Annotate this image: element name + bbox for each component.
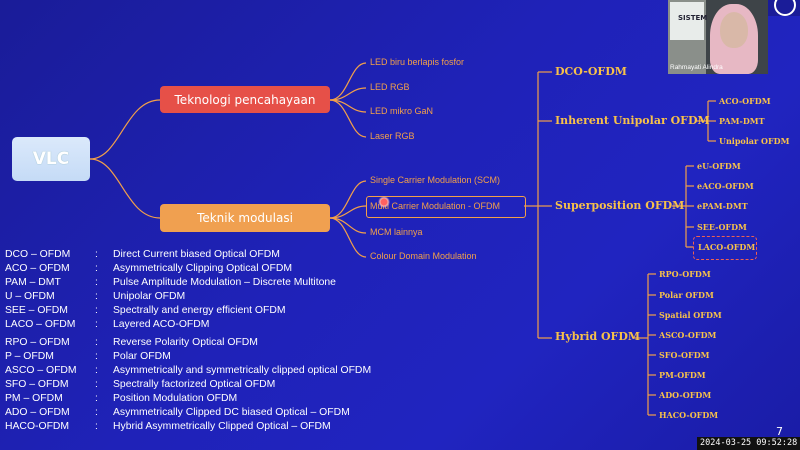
abbreviation-row: U – OFDM: Unipolar OFDM — [5, 291, 185, 302]
abbreviation-definition: Position Modulation OFDM — [113, 393, 238, 404]
abbreviation-separator: : — [95, 421, 98, 432]
ofdm-item: eU-OFDM — [697, 161, 741, 171]
leaf-item: Single Carrier Modulation (SCM) — [370, 175, 501, 185]
ofdm-item: RPO-OFDM — [659, 269, 711, 279]
timestamp: 2024-03-25 09:52:28 — [697, 437, 800, 450]
ofdm-item: Spatial OFDM — [659, 310, 722, 320]
branch-node-teknologi: Teknologi pencahayaan — [160, 86, 330, 113]
abbreviation-key: HACO-OFDM — [5, 421, 70, 432]
webcam-thumbnail[interactable]: SISTEM Rahmayati Alindra — [668, 0, 768, 74]
branch-label: Teknik modulasi — [197, 211, 293, 225]
abbreviation-separator: : — [95, 393, 98, 404]
slide-number: 7 — [776, 425, 783, 438]
highlight-box-laco — [693, 236, 757, 260]
participant-name: Rahmayati Alindra — [670, 64, 723, 71]
webcam-poster: SISTEM — [670, 2, 708, 40]
ofdm-item: PAM-DMT — [719, 116, 765, 126]
abbreviation-key: ACO – OFDM — [5, 263, 70, 274]
ofdm-item: SEE-OFDM — [697, 222, 747, 232]
abbreviation-separator: : — [95, 263, 98, 274]
ofdm-hybrid: Hybrid OFDM — [555, 330, 641, 343]
webcam-face — [720, 12, 748, 48]
leaf-item: LED mikro GaN — [370, 106, 434, 116]
ofdm-superposition: Superposition OFDM — [555, 199, 685, 212]
abbreviation-key: U – OFDM — [5, 291, 55, 302]
ofdm-item: eACO-OFDM — [697, 181, 754, 191]
abbreviation-separator: : — [95, 277, 98, 288]
abbreviation-row: DCO – OFDM: Direct Current biased Optical… — [5, 249, 280, 260]
abbreviation-separator: : — [95, 407, 98, 418]
abbreviation-row: ACO – OFDM: Asymmetrically Clipping Optic… — [5, 263, 292, 274]
branch-node-modulasi: Teknik modulasi — [160, 204, 330, 232]
record-indicator-icon — [768, 0, 800, 16]
abbreviation-separator: : — [95, 249, 98, 260]
abbreviation-key: ASCO – OFDM — [5, 365, 77, 376]
ofdm-item: ADO-OFDM — [659, 390, 712, 400]
ofdm-item: ePAM-DMT — [697, 201, 748, 211]
abbreviation-definition: Polar OFDM — [113, 351, 171, 362]
abbreviation-definition: Direct Current biased Optical OFDM — [113, 249, 280, 260]
abbreviation-definition: Pulse Amplitude Modulation – Discrete Mu… — [113, 277, 336, 288]
abbreviation-key: P – OFDM — [5, 351, 54, 362]
abbreviation-row: PAM – DMT: Pulse Amplitude Modulation – D… — [5, 277, 336, 288]
abbreviation-separator: : — [95, 305, 98, 316]
abbreviation-definition: Spectrally factorized Optical OFDM — [113, 379, 276, 390]
ofdm-item: PM-OFDM — [659, 370, 706, 380]
ofdm-item: Polar OFDM — [659, 290, 714, 300]
abbreviation-separator: : — [95, 319, 98, 330]
leaf-item: Colour Domain Modulation — [370, 251, 477, 261]
abbreviation-definition: Asymmetrically and symmetrically clipped… — [113, 365, 372, 376]
abbreviation-definition: Unipolar OFDM — [113, 291, 186, 302]
abbreviation-definition: Spectrally and energy efficient OFDM — [113, 305, 286, 316]
abbreviation-key: SEE – OFDM — [5, 305, 68, 316]
abbreviation-row: RPO – OFDM: Reverse Polarity Optical OFDM — [5, 337, 258, 348]
leaf-item-highlighted: Multi Carrier Modulation - OFDM — [370, 201, 501, 211]
pointer-cursor-icon — [378, 196, 390, 208]
highlight-box — [366, 196, 526, 218]
abbreviation-definition: Reverse Polarity Optical OFDM — [113, 337, 258, 348]
poster-text: SISTEM — [678, 14, 708, 22]
abbreviation-row: HACO-OFDM: Hybrid Asymmetrically Clipped … — [5, 421, 331, 432]
abbreviation-row: LACO – OFDM: Layered ACO-OFDM — [5, 319, 209, 330]
abbreviation-separator: : — [95, 365, 98, 376]
ofdm-item: ASCO-OFDM — [659, 330, 717, 340]
ofdm-item: LACO-OFDM — [698, 242, 756, 252]
abbreviation-row: PM – OFDM: Position Modulation OFDM — [5, 393, 237, 404]
abbreviation-key: SFO – OFDM — [5, 379, 69, 390]
ofdm-inherent: Inherent Unipolar OFDM — [555, 114, 710, 127]
abbreviation-row: ADO – OFDM: Asymmetrically Clipped DC bia… — [5, 407, 350, 418]
ofdm-dco: DCO-OFDM — [555, 65, 627, 78]
abbreviation-key: PAM – DMT — [5, 277, 61, 288]
abbreviation-definition: Layered ACO-OFDM — [113, 319, 210, 330]
abbreviation-definition: Hybrid Asymmetrically Clipped Optical – … — [113, 421, 331, 432]
abbreviation-key: ADO – OFDM — [5, 407, 70, 418]
abbreviation-separator: : — [95, 379, 98, 390]
ofdm-item: Unipolar OFDM — [719, 136, 790, 146]
abbreviation-separator: : — [95, 291, 98, 302]
abbreviation-definition: Asymmetrically Clipped DC biased Optical… — [113, 407, 350, 418]
abbreviation-key: LACO – OFDM — [5, 319, 76, 330]
abbreviation-key: PM – OFDM — [5, 393, 63, 404]
abbreviation-separator: : — [95, 337, 98, 348]
root-label: VLC — [32, 149, 70, 169]
branch-label: Teknologi pencahayaan — [174, 92, 316, 107]
leaf-item: LED RGB — [370, 82, 410, 92]
ofdm-item: ACO-OFDM — [719, 96, 771, 106]
abbreviation-key: RPO – OFDM — [5, 337, 70, 348]
abbreviation-separator: : — [95, 351, 98, 362]
abbreviation-row: ASCO – OFDM: Asymmetrically and symmetric… — [5, 365, 371, 376]
leaf-item: LED biru berlapis fosfor — [370, 57, 465, 67]
abbreviation-definition: Asymmetrically Clipping Optical OFDM — [113, 263, 292, 274]
abbreviation-row: P – OFDM: Polar OFDM — [5, 351, 171, 362]
leaf-item: Laser RGB — [370, 131, 415, 141]
ofdm-item: HACO-OFDM — [659, 410, 719, 420]
abbreviation-row: SFO – OFDM: Spectrally factorized Optical… — [5, 379, 275, 390]
leaf-item: MCM lainnya — [370, 227, 423, 237]
root-node-vlc: VLC — [12, 137, 90, 181]
ofdm-item: SFO-OFDM — [659, 350, 710, 360]
abbreviation-row: SEE – OFDM: Spectrally and energy efficie… — [5, 305, 286, 316]
abbreviation-key: DCO – OFDM — [5, 249, 71, 260]
